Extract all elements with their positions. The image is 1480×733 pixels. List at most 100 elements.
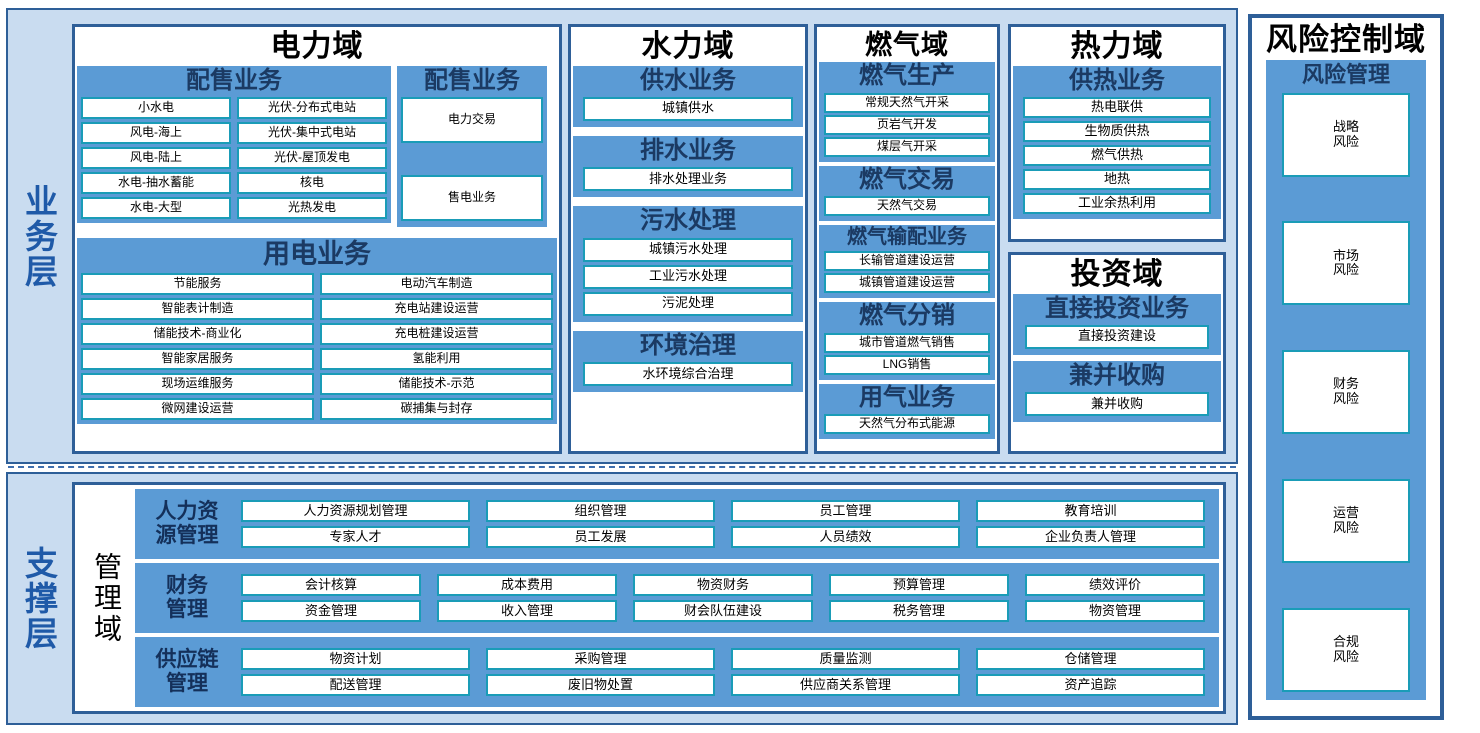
list-item[interactable]: 工业余热利用 (1023, 192, 1211, 214)
heat-supply-title: 供热业务 (1069, 66, 1165, 94)
finance-column-1: 会计核算 资金管理 (233, 574, 429, 622)
power-distribution-title: 配售业务 (186, 66, 282, 94)
list-item[interactable]: 质量监测 (731, 648, 960, 670)
list-item[interactable]: 污泥处理 (583, 291, 793, 316)
list-item[interactable]: 长输管道建设运营 (824, 251, 990, 272)
list-item[interactable]: 人力资源规划管理 (241, 500, 470, 522)
list-item[interactable]: 税务管理 (829, 600, 1009, 622)
list-item[interactable]: 物资计划 (241, 648, 470, 670)
list-item[interactable]: 教育培训 (976, 500, 1205, 522)
water-environment-group: 环境治理 水环境综合治理 (573, 330, 803, 393)
gas-distribution-group: 燃气分销 城市管道燃气销售 LNG销售 (819, 302, 995, 380)
list-item[interactable]: 充电站建设运营 (320, 297, 553, 320)
list-item[interactable]: 电力交易 (401, 96, 543, 143)
list-item[interactable]: 战略 风险 (1282, 92, 1410, 177)
water-domain-title: 水力域 (641, 30, 735, 63)
list-item[interactable]: 常规天然气开采 (824, 92, 990, 113)
list-item[interactable]: 节能服务 (81, 272, 314, 295)
list-item[interactable]: 仓储管理 (976, 648, 1205, 670)
power-distribution-group: 配售业务 小水电 风电-海上 风电-陆上 水电-抽水蓄能 水电-大型 光伏-分布… (77, 65, 391, 223)
list-item[interactable]: 预算管理 (829, 574, 1009, 596)
finance-column-5: 绩效评价 物资管理 (1017, 574, 1213, 622)
list-item[interactable]: 工业污水处理 (583, 264, 793, 289)
list-item[interactable]: 小水电 (81, 96, 231, 119)
list-item[interactable]: 智能家居服务 (81, 347, 314, 370)
list-item[interactable]: 城镇污水处理 (583, 237, 793, 262)
gas-transmission-group: 燃气输配业务 长输管道建设运营 城镇管道建设运营 (819, 225, 995, 299)
list-item[interactable]: 核电 (237, 171, 387, 194)
list-item[interactable]: 会计核算 (241, 574, 421, 596)
power-distribution-left-column: 小水电 风电-海上 风电-陆上 水电-抽水蓄能 水电-大型 (81, 96, 231, 219)
power-trading-group: 配售业务 电力交易 售电业务 (397, 65, 547, 227)
list-item[interactable]: 城镇管道建设运营 (824, 273, 990, 294)
list-item[interactable]: 风电-陆上 (81, 146, 231, 169)
list-item[interactable]: 水环境综合治理 (583, 362, 793, 387)
water-supply-group: 供水业务 城镇供水 (573, 65, 803, 127)
list-item[interactable]: 地热 (1023, 168, 1211, 190)
finance-management-row: 财务 管理 会计核算 资金管理 成本费用 收入管理 物资财务 财会队伍建设 (135, 563, 1219, 633)
list-item[interactable]: 市场 风险 (1282, 221, 1410, 306)
layer-divider (8, 466, 1236, 468)
list-item[interactable]: 热电联供 (1023, 96, 1211, 118)
list-item[interactable]: 储能技术-商业化 (81, 322, 314, 345)
list-item[interactable]: 财会队伍建设 (633, 600, 813, 622)
list-item[interactable]: 充电桩建设运营 (320, 322, 553, 345)
list-item[interactable]: 光伏-集中式电站 (237, 121, 387, 144)
list-item[interactable]: 供应商关系管理 (731, 674, 960, 696)
list-item[interactable]: 资金管理 (241, 600, 421, 622)
list-item[interactable]: 燃气供热 (1023, 144, 1211, 166)
hr-management-label: 人力资 源管理 (155, 500, 219, 547)
list-item[interactable]: 电动汽车制造 (320, 272, 553, 295)
list-item[interactable]: 碳捕集与封存 (320, 397, 553, 420)
list-item[interactable]: 水电-抽水蓄能 (81, 171, 231, 194)
list-item[interactable]: 物资财务 (633, 574, 813, 596)
list-item[interactable]: 配送管理 (241, 674, 470, 696)
list-item[interactable]: 企业负责人管理 (976, 526, 1205, 548)
water-domain-card: 水力域 供水业务 城镇供水 排水业务 排水处理业务 污水处理 城镇污水处理 工业… (568, 24, 808, 454)
list-item[interactable]: 页岩气开发 (824, 114, 990, 135)
power-consumption-title: 用电业务 (263, 238, 371, 269)
list-item[interactable]: 员工管理 (731, 500, 960, 522)
list-item[interactable]: 光伏-屋顶发电 (237, 146, 387, 169)
water-sewage-title: 污水处理 (640, 207, 736, 235)
list-item[interactable]: 人员绩效 (731, 526, 960, 548)
list-item[interactable]: 成本费用 (437, 574, 617, 596)
management-domain-card: 管理域 人力资 源管理 人力资源规划管理 专家人才 组织管理 员工发展 (72, 482, 1226, 714)
list-item[interactable]: 采购管理 (486, 648, 715, 670)
list-item[interactable]: 光热发电 (237, 196, 387, 219)
list-item[interactable]: 排水处理业务 (583, 167, 793, 192)
list-item[interactable]: 城市管道燃气销售 (824, 332, 990, 353)
list-item[interactable]: 生物质供热 (1023, 120, 1211, 142)
water-drainage-title: 排水业务 (640, 136, 736, 164)
list-item[interactable]: 城镇供水 (583, 96, 793, 121)
list-item[interactable]: 风电-海上 (81, 121, 231, 144)
list-item[interactable]: 员工发展 (486, 526, 715, 548)
list-item[interactable]: 储能技术-示范 (320, 372, 553, 395)
list-item[interactable]: 专家人才 (241, 526, 470, 548)
list-item[interactable]: 合规 风险 (1282, 607, 1410, 692)
list-item[interactable]: 现场运维服务 (81, 372, 314, 395)
list-item[interactable]: 售电业务 (401, 174, 543, 221)
list-item[interactable]: 煤层气开采 (824, 136, 990, 157)
list-item[interactable]: 光伏-分布式电站 (237, 96, 387, 119)
list-item[interactable]: 直接投资建设 (1025, 324, 1209, 349)
list-item[interactable]: 天然气交易 (824, 196, 990, 217)
list-item[interactable]: 资产追踪 (976, 674, 1205, 696)
list-item[interactable]: 兼并收购 (1025, 392, 1209, 417)
support-layer-label: 支撑层 (20, 546, 58, 651)
list-item[interactable]: 组织管理 (486, 500, 715, 522)
list-item[interactable]: 微网建设运营 (81, 397, 314, 420)
list-item[interactable]: 物资管理 (1025, 600, 1205, 622)
list-item[interactable]: 废旧物处置 (486, 674, 715, 696)
list-item[interactable]: 绩效评价 (1025, 574, 1205, 596)
list-item[interactable]: 天然气分布式能源 (824, 413, 990, 434)
list-item[interactable]: 氢能利用 (320, 347, 553, 370)
power-distribution-right-column: 光伏-分布式电站 光伏-集中式电站 光伏-屋顶发电 核电 光热发电 (237, 96, 387, 219)
list-item[interactable]: 财务 风险 (1282, 350, 1410, 435)
list-item[interactable]: 运营 风险 (1282, 478, 1410, 563)
gas-production-group: 燃气生产 常规天然气开采 页岩气开发 煤层气开采 (819, 62, 995, 162)
list-item[interactable]: LNG销售 (824, 354, 990, 375)
list-item[interactable]: 收入管理 (437, 600, 617, 622)
list-item[interactable]: 水电-大型 (81, 196, 231, 219)
list-item[interactable]: 智能表计制造 (81, 297, 314, 320)
